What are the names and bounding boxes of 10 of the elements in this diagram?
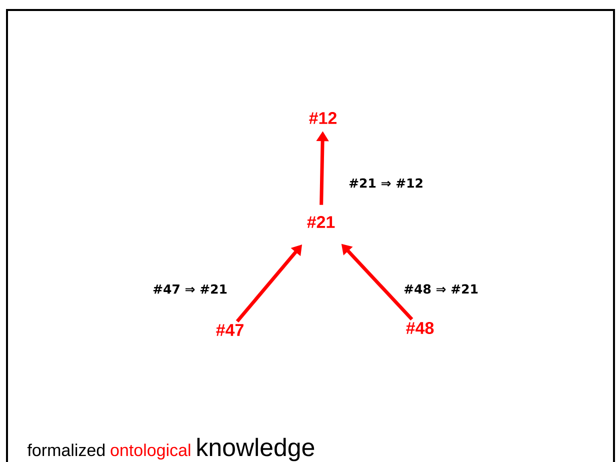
caption-word: knowledge: [197, 438, 314, 462]
node-label: #48: [406, 322, 434, 334]
caption-word: formalized: [27, 444, 105, 456]
edge-label: #48 ⇒ #21: [402, 283, 480, 295]
node-label: #12: [309, 112, 336, 124]
caption-word: ontological: [110, 444, 190, 460]
edge-label: #47 ⇒ #21: [152, 283, 228, 295]
node-label: #47: [216, 324, 244, 336]
node-label: #21: [307, 216, 335, 228]
edge-label: #21 ⇒ #12: [348, 177, 424, 189]
